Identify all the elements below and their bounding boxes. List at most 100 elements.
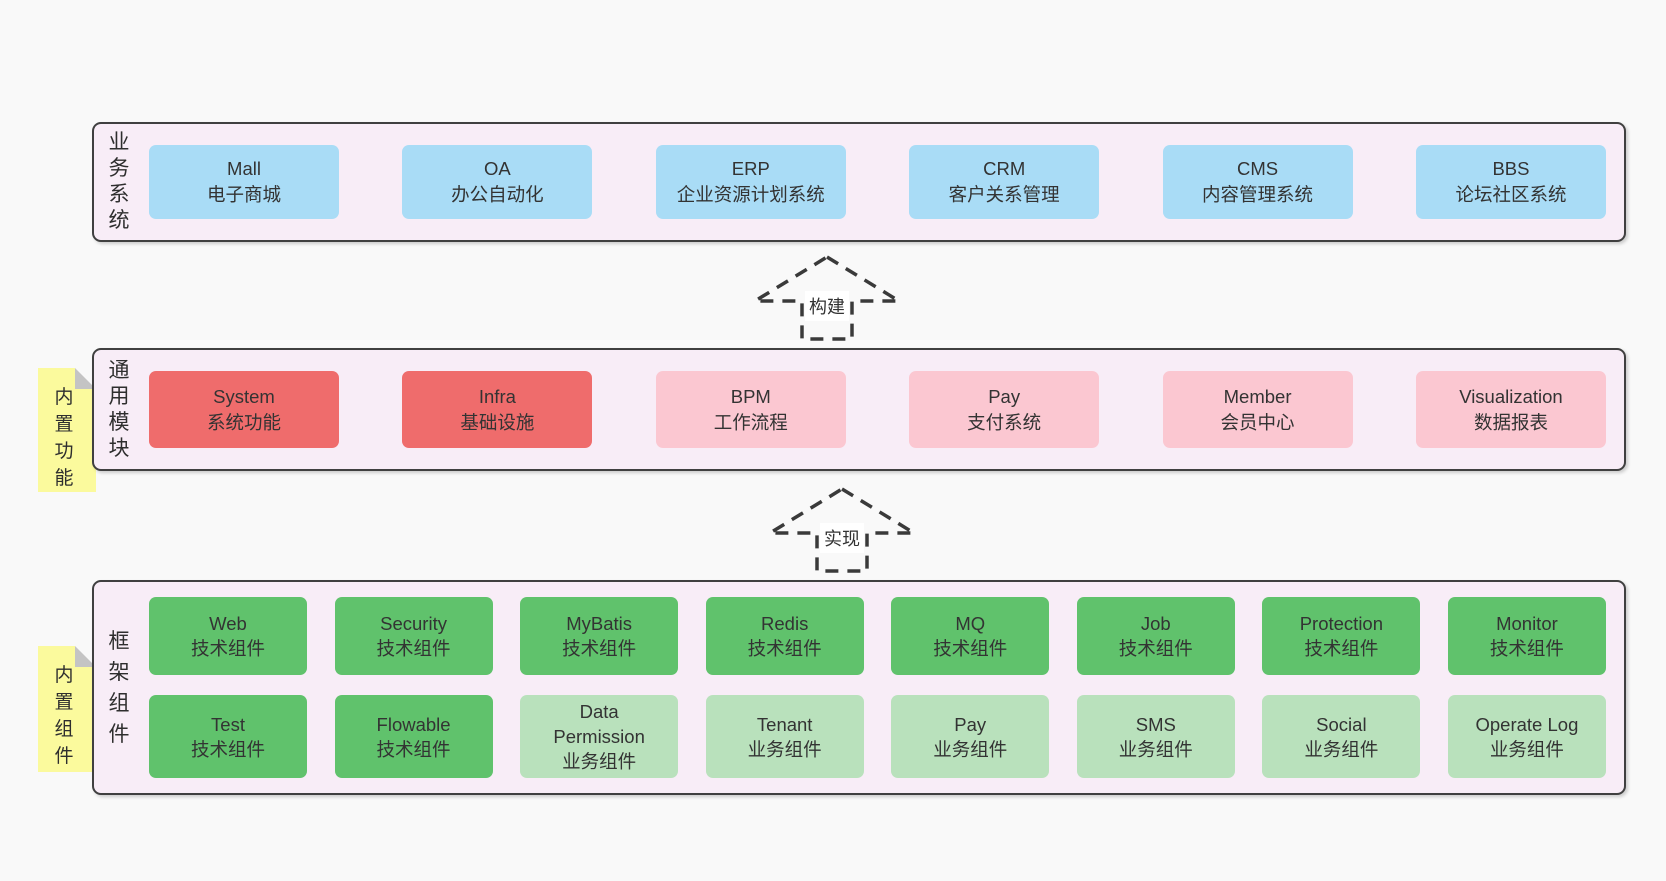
- common-modules-label: 通用模块: [108, 358, 130, 460]
- box-name: MyBatis: [566, 613, 633, 634]
- arrow-implement: 实现: [767, 486, 917, 574]
- box-name: Operate Log: [1475, 713, 1579, 735]
- box-system: System 系统功能: [149, 371, 339, 448]
- common-modules-row: System 系统功能 Infra 基础设施 BPM 工作流程 Pay 支付系统…: [135, 350, 1624, 469]
- box-name: System: [213, 385, 275, 407]
- box-desc: 客户关系管理: [948, 184, 1060, 205]
- arrow-build: 构建: [752, 254, 902, 342]
- box-desc: 论坛社区系统: [1455, 184, 1567, 205]
- box-cms: CMS 内容管理系统: [1162, 145, 1353, 219]
- box-desc: 技术组件: [190, 638, 265, 659]
- box-desc: 系统功能: [206, 411, 281, 433]
- box-desc: 技术组件: [190, 738, 265, 760]
- box-name: Security: [380, 613, 447, 634]
- box-pay: Pay 支付系统: [909, 371, 1100, 448]
- box-name: Pay: [988, 385, 1021, 407]
- note-built-in-features-label: 内置功能: [54, 387, 74, 489]
- box-redis: Redis 技术组件: [705, 597, 864, 675]
- block-arrow-up-icon: [767, 486, 917, 573]
- box-security: Security 技术组件: [334, 597, 493, 675]
- box-name: Tenant: [756, 713, 813, 735]
- box-pay-component: Pay 业务组件: [891, 695, 1050, 778]
- box-desc: 电子商城: [206, 184, 281, 205]
- box-desc: 办公自动化: [451, 184, 544, 205]
- box-mall: Mall 电子商城: [149, 145, 339, 219]
- box-web: Web 技术组件: [149, 597, 307, 675]
- box-name: Mall: [227, 158, 261, 179]
- box-name: Data Permission: [553, 701, 645, 747]
- box-bbs: BBS 论坛社区系统: [1415, 145, 1606, 219]
- box-name: Test: [211, 713, 245, 735]
- business-systems-row: Mall 电子商城 OA 办公自动化 ERP 企业资源计划系统 CRM 客户关系…: [135, 124, 1624, 240]
- box-desc: 企业资源计划系统: [676, 184, 825, 205]
- box-desc: 业务组件: [747, 738, 822, 760]
- box-member: Member 会员中心: [1162, 371, 1353, 448]
- box-desc: 会员中心: [1220, 411, 1295, 433]
- note-built-in-features: 内置功能: [38, 368, 96, 492]
- box-desc: 技术组件: [376, 738, 451, 760]
- box-desc: 支付系统: [967, 411, 1042, 433]
- box-name: CMS: [1237, 158, 1279, 179]
- box-name: Pay: [954, 713, 987, 735]
- box-desc: 业务组件: [933, 738, 1008, 760]
- note-built-in-components-label: 内置组件: [54, 665, 74, 767]
- box-protection: Protection 技术组件: [1262, 597, 1421, 675]
- block-arrow-up-icon: [752, 254, 902, 341]
- box-desc: 技术组件: [562, 638, 637, 659]
- box-crm: CRM 客户关系管理: [909, 145, 1100, 219]
- box-mybatis: MyBatis 技术组件: [520, 597, 679, 675]
- box-desc: 技术组件: [1489, 638, 1564, 659]
- framework-row-2: Test 技术组件 Flowable 技术组件 Data Permission …: [149, 695, 1606, 778]
- framework-components-panel: 框架组件 Web 技术组件 Security 技术组件 MyBatis 技术组件…: [92, 580, 1626, 795]
- box-social: Social 业务组件: [1262, 695, 1421, 778]
- arrow-build-label: 构建: [805, 291, 849, 321]
- box-desc: 基础设施: [460, 411, 535, 433]
- box-desc: 业务组件: [1118, 738, 1193, 760]
- common-modules-panel: 通用模块 System 系统功能 Infra 基础设施 BPM 工作流程 Pay…: [92, 348, 1626, 471]
- framework-components-grid: Web 技术组件 Security 技术组件 MyBatis 技术组件 Redi…: [135, 582, 1624, 793]
- box-name: Social: [1316, 713, 1367, 735]
- box-name: Infra: [478, 385, 516, 407]
- box-desc: 技术组件: [747, 638, 822, 659]
- box-desc: 技术组件: [1304, 638, 1379, 659]
- box-desc: 业务组件: [562, 751, 637, 772]
- box-name: Web: [209, 613, 247, 634]
- box-name: CRM: [983, 158, 1026, 179]
- box-tenant: Tenant 业务组件: [705, 695, 864, 778]
- box-data-permission: Data Permission 业务组件: [520, 695, 679, 778]
- box-desc: 业务组件: [1304, 738, 1379, 760]
- box-name: OA: [484, 158, 511, 179]
- box-name: BBS: [1492, 158, 1530, 179]
- framework-components-label: 框架组件: [108, 629, 130, 746]
- box-mq: MQ 技术组件: [891, 597, 1050, 675]
- box-name: SMS: [1135, 713, 1176, 735]
- box-name: Flowable: [376, 713, 451, 735]
- business-systems-panel: 业务系统 Mall 电子商城 OA 办公自动化 ERP 企业资源计划系统 CRM…: [92, 122, 1626, 242]
- box-desc: 技术组件: [933, 638, 1008, 659]
- box-name: MQ: [955, 613, 986, 634]
- box-desc: 数据报表: [1473, 411, 1548, 433]
- box-name: Job: [1140, 613, 1171, 634]
- box-flowable: Flowable 技术组件: [334, 695, 493, 778]
- box-erp: ERP 企业资源计划系统: [655, 145, 846, 219]
- box-sms: SMS 业务组件: [1076, 695, 1235, 778]
- box-test: Test 技术组件: [149, 695, 307, 778]
- box-job: Job 技术组件: [1076, 597, 1235, 675]
- box-operate-log: Operate Log 业务组件: [1447, 695, 1606, 778]
- box-desc: 内容管理系统: [1202, 184, 1314, 205]
- arrow-implement-label: 实现: [820, 523, 864, 553]
- business-systems-label: 业务系统: [108, 131, 130, 232]
- box-bpm: BPM 工作流程: [655, 371, 846, 448]
- box-monitor: Monitor 技术组件: [1447, 597, 1606, 675]
- box-name: Monitor: [1496, 613, 1558, 634]
- box-visualization: Visualization 数据报表: [1415, 371, 1606, 448]
- box-desc: 业务组件: [1489, 738, 1564, 760]
- box-infra: Infra 基础设施: [402, 371, 593, 448]
- box-desc: 技术组件: [1118, 638, 1193, 659]
- box-name: ERP: [731, 158, 770, 179]
- framework-row-1: Web 技术组件 Security 技术组件 MyBatis 技术组件 Redi…: [149, 597, 1606, 675]
- box-oa: OA 办公自动化: [402, 145, 593, 219]
- box-desc: 工作流程: [713, 411, 788, 433]
- box-desc: 技术组件: [376, 638, 451, 659]
- box-name: Redis: [761, 613, 809, 634]
